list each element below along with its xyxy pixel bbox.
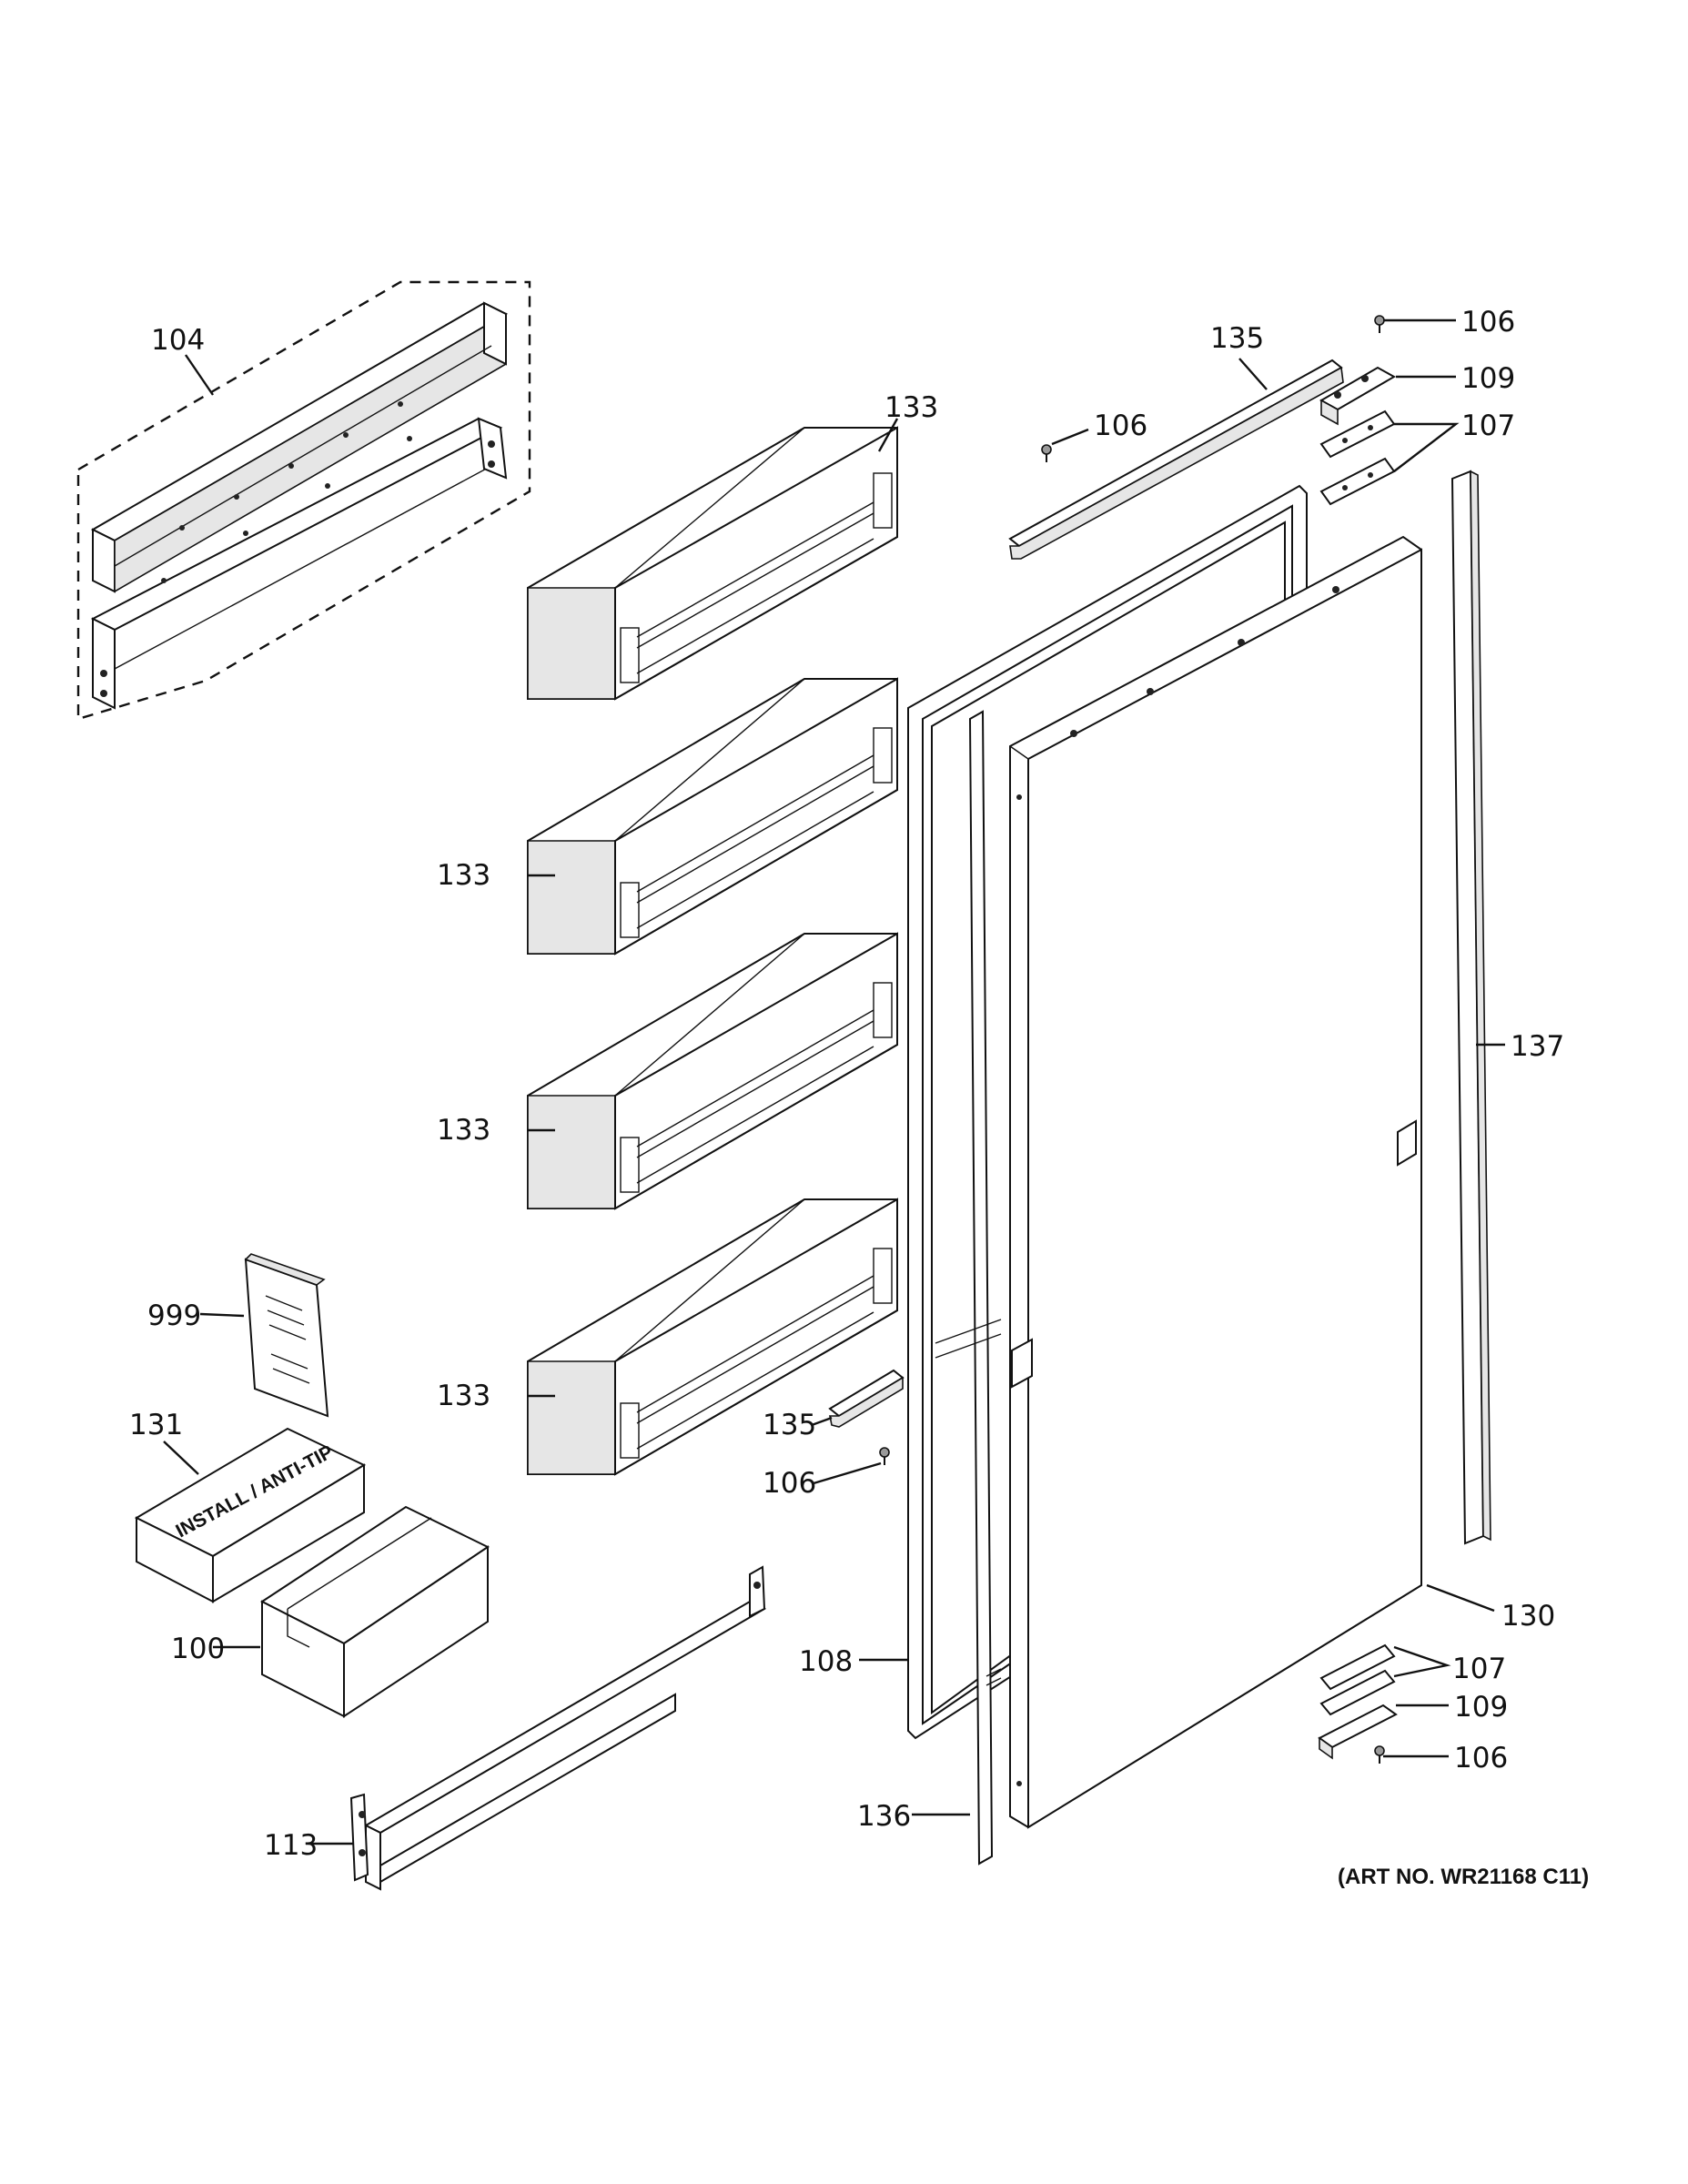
callout-106-top-right: 106 bbox=[1461, 306, 1515, 339]
part-133-door-bin-2 bbox=[527, 677, 898, 956]
part-109-top-hinge bbox=[1319, 366, 1397, 426]
callout-135-upper: 135 bbox=[1210, 322, 1264, 355]
callout-109-bottom: 109 bbox=[1454, 1691, 1508, 1724]
part-137-long-strip bbox=[1450, 470, 1491, 1545]
callout-107-top: 107 bbox=[1461, 410, 1515, 442]
part-999-manual bbox=[244, 1253, 329, 1418]
callout-133-fourth: 133 bbox=[437, 1380, 490, 1412]
part-135-lower-rail bbox=[828, 1369, 905, 1428]
part-100-carton bbox=[260, 1505, 490, 1718]
part-133-door-bin-3 bbox=[527, 932, 898, 1210]
callout-104: 104 bbox=[151, 324, 205, 357]
callout-135-lower: 135 bbox=[763, 1409, 816, 1441]
part-113-anti-tip-bracket bbox=[349, 1565, 767, 1891]
part-109-bottom-hinge bbox=[1318, 1704, 1398, 1760]
callout-108: 108 bbox=[799, 1645, 853, 1678]
callout-109-top: 109 bbox=[1461, 362, 1515, 395]
part-133-door-bin-4 bbox=[527, 1198, 898, 1476]
callout-106-bottom-right: 106 bbox=[1454, 1742, 1508, 1774]
leader-lines bbox=[163, 318, 1505, 1845]
callout-999: 999 bbox=[147, 1299, 201, 1332]
callout-107-bottom: 107 bbox=[1452, 1653, 1506, 1685]
part-130-door-panel bbox=[1009, 535, 1422, 1829]
callout-133-third: 133 bbox=[437, 1114, 490, 1147]
callout-136: 136 bbox=[857, 1800, 911, 1833]
callout-106-top-left: 106 bbox=[1094, 410, 1147, 442]
callout-labels: 104 133 133 133 133 135 106 106 109 107 … bbox=[129, 306, 1564, 1862]
callout-113: 113 bbox=[264, 1829, 318, 1862]
part-106-screw-top bbox=[1041, 315, 1385, 462]
callout-137: 137 bbox=[1511, 1030, 1564, 1063]
art-number: (ART NO. WR21168 C11) bbox=[1338, 1865, 1589, 1889]
callout-130: 130 bbox=[1501, 1600, 1555, 1633]
part-135-upper-rail bbox=[1008, 359, 1344, 560]
part-133-door-bin-1 bbox=[527, 426, 898, 701]
part-107-bottom-shims bbox=[1319, 1643, 1396, 1716]
part-107-top-shims bbox=[1319, 410, 1396, 506]
part-136-side-trim bbox=[935, 710, 1002, 1866]
callout-133-second: 133 bbox=[437, 859, 490, 892]
callout-100: 100 bbox=[171, 1633, 225, 1665]
callout-131: 131 bbox=[129, 1409, 183, 1441]
callout-106-lower-left: 106 bbox=[763, 1467, 816, 1500]
part-104-trim-kit bbox=[76, 280, 531, 721]
callout-133-top: 133 bbox=[884, 391, 938, 424]
part-106-screw-bottom bbox=[879, 1447, 1385, 1764]
